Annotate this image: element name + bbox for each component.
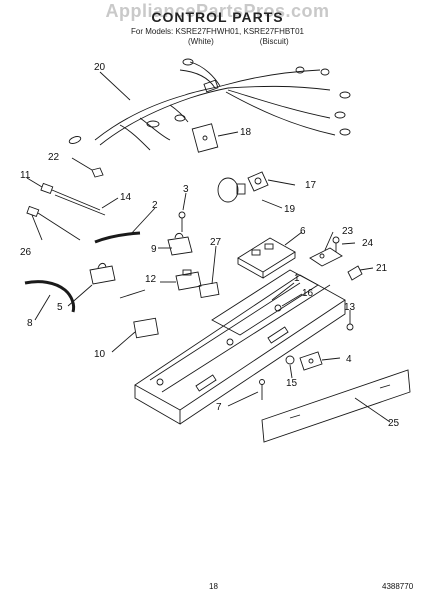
callout-17: 17 bbox=[305, 180, 317, 191]
callouts: 20 18 22 11 14 2 3 17 19 6 23 24 21 26 2… bbox=[20, 62, 400, 429]
part-19-bulb bbox=[217, 177, 246, 203]
part-15-knob bbox=[285, 355, 295, 365]
callout-7: 7 bbox=[216, 402, 222, 413]
model-list: For Models: KSRE27FHWH01, KSRE27FHBT01 bbox=[131, 27, 304, 36]
callout-12: 12 bbox=[145, 274, 157, 285]
part-3-screw bbox=[178, 211, 186, 232]
callout-20: 20 bbox=[94, 62, 106, 73]
part-24-screw bbox=[332, 236, 340, 252]
part-6-board bbox=[237, 237, 296, 279]
part-9-switch bbox=[167, 232, 193, 256]
part-13-screw bbox=[346, 318, 354, 331]
callout-25: 25 bbox=[388, 418, 400, 429]
part-8-tube bbox=[24, 280, 76, 313]
callout-24: 24 bbox=[362, 238, 374, 249]
part-27-label bbox=[198, 282, 220, 298]
callout-2: 2 bbox=[152, 200, 158, 211]
callout-26: 26 bbox=[20, 247, 32, 258]
part-7-screw bbox=[259, 379, 265, 400]
callout-23: 23 bbox=[342, 226, 354, 237]
callout-10: 10 bbox=[94, 349, 106, 360]
leader-lines bbox=[26, 71, 391, 423]
callout-14: 14 bbox=[120, 192, 132, 203]
callout-18: 18 bbox=[240, 127, 252, 138]
callout-22: 22 bbox=[48, 152, 60, 163]
part-14-rod bbox=[54, 194, 106, 216]
part-12-switch bbox=[175, 269, 202, 291]
part-25-trim bbox=[261, 369, 411, 443]
watermark: AppliancePartsPros.com bbox=[105, 1, 330, 21]
control-housing bbox=[134, 269, 346, 425]
page-number: 18 bbox=[209, 582, 218, 591]
variant-white: (White) bbox=[188, 37, 214, 46]
wire-harness bbox=[68, 58, 351, 151]
callout-21: 21 bbox=[376, 263, 388, 274]
callout-5: 5 bbox=[57, 302, 63, 313]
diagram-title: CONTROL PARTS bbox=[151, 9, 284, 25]
callout-11: 11 bbox=[20, 170, 31, 181]
part-21-clip bbox=[347, 265, 363, 281]
callout-15: 15 bbox=[286, 378, 298, 389]
model-variants: (White) (Biscuit) bbox=[188, 37, 289, 46]
callout-27: 27 bbox=[210, 237, 222, 248]
variant-biscuit: (Biscuit) bbox=[259, 37, 289, 46]
part-23-bracket bbox=[309, 247, 343, 267]
part-10-label bbox=[133, 317, 159, 339]
callout-13: 13 bbox=[344, 302, 356, 313]
part-17-socket bbox=[247, 171, 269, 192]
callout-4: 4 bbox=[346, 354, 352, 365]
part-5-switch bbox=[89, 262, 116, 285]
part-4-switch bbox=[299, 351, 323, 371]
callout-19: 19 bbox=[284, 204, 296, 215]
part-26-connector bbox=[26, 205, 81, 241]
part-2-tube bbox=[94, 231, 141, 244]
callout-8: 8 bbox=[27, 318, 33, 329]
callout-9: 9 bbox=[151, 244, 157, 255]
callout-3: 3 bbox=[183, 184, 189, 195]
callout-16: 16 bbox=[302, 288, 314, 299]
callout-1: 1 bbox=[294, 273, 300, 284]
part-18-plate bbox=[191, 123, 219, 153]
part-22-clip bbox=[91, 167, 104, 178]
part-16-screw bbox=[274, 304, 282, 312]
part-11-connector bbox=[40, 182, 101, 211]
callout-6: 6 bbox=[300, 226, 306, 237]
document-number: 4388770 bbox=[382, 582, 414, 591]
